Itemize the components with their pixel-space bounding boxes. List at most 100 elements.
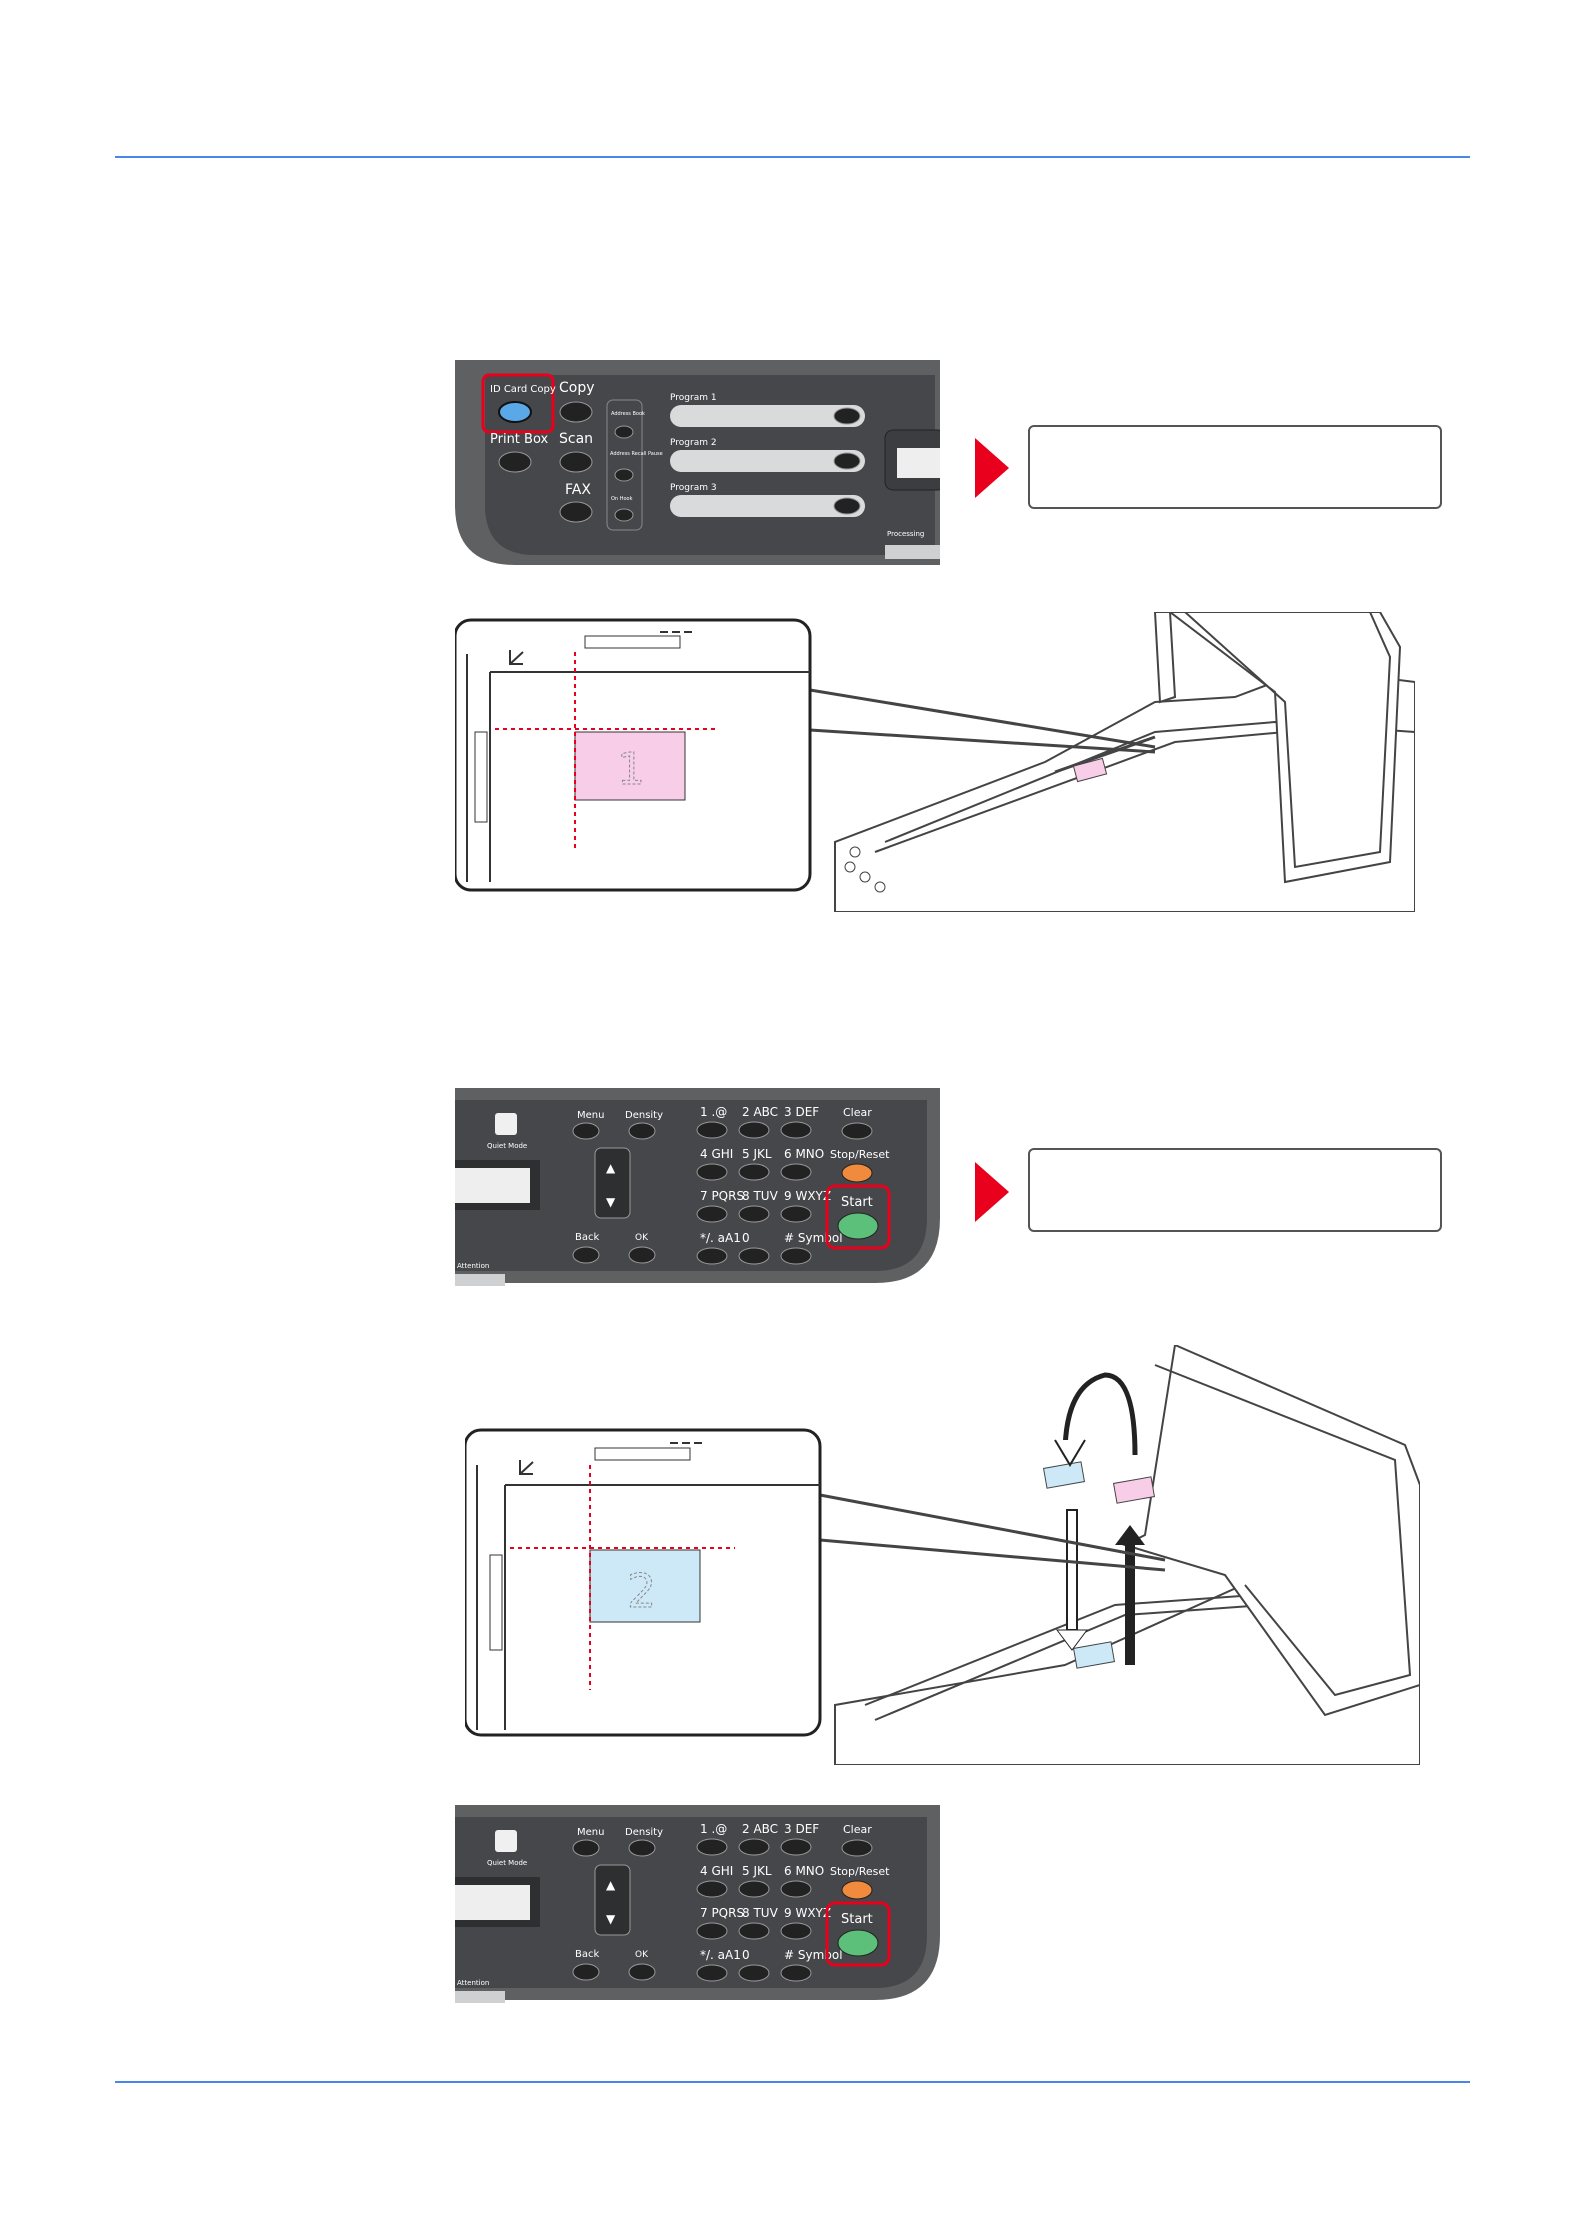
key-button-6[interactable]	[696, 1205, 728, 1223]
up-arrow-icon	[1125, 1545, 1135, 1665]
stop-reset-button[interactable]	[841, 1163, 873, 1183]
operation-panel-start-2: Quiet Mode Menu Density ▲ ▼ Back OK Atte…	[455, 1805, 940, 2005]
key-label-9: */. aA1	[700, 1231, 741, 1245]
clear-button[interactable]	[841, 1122, 873, 1140]
key-button-0[interactable]	[696, 1121, 728, 1139]
key-button-6[interactable]	[696, 1922, 728, 1940]
stop-reset-button[interactable]	[841, 1880, 873, 1900]
key-button-10[interactable]	[738, 1964, 770, 1982]
key-label-1: 2 ABC	[742, 1822, 778, 1836]
quiet-mode-label: Quiet Mode	[487, 1859, 527, 1867]
print-box-button[interactable]	[498, 451, 532, 473]
key-button-8[interactable]	[780, 1922, 812, 1940]
ok-button[interactable]	[628, 1246, 656, 1264]
top-rule	[115, 156, 1470, 158]
key-label-6: 7 PQRS	[700, 1906, 744, 1920]
key-button-4[interactable]	[738, 1163, 770, 1181]
menu-label: Menu	[577, 1827, 604, 1838]
key-button-11[interactable]	[780, 1247, 812, 1265]
clear-label: Clear	[843, 1106, 872, 1119]
program-1-label: Program 1	[670, 393, 717, 403]
start-button[interactable]	[837, 1212, 879, 1240]
key-button-7[interactable]	[738, 1205, 770, 1223]
key-button-8[interactable]	[780, 1205, 812, 1223]
flip-arrow-icon	[1062, 1372, 1138, 1456]
key-label-2: 3 DEF	[784, 1105, 819, 1119]
menu-button[interactable]	[572, 1122, 600, 1140]
card-front-zoom	[574, 731, 686, 801]
operation-panel-id-card-copy: ID Card Copy Copy Print Box Scan FAX Add…	[455, 360, 940, 565]
key-label-3: 4 GHI	[700, 1147, 733, 1161]
address-recall-button[interactable]	[614, 468, 634, 482]
back-button[interactable]	[572, 1963, 600, 1981]
quiet-mode-label: Quiet Mode	[487, 1142, 527, 1150]
card-back-zoom	[589, 1549, 701, 1623]
card-number-2: 2	[627, 1564, 656, 1618]
back-label: Back	[575, 1949, 599, 1960]
density-button[interactable]	[628, 1122, 656, 1140]
key-button-1[interactable]	[738, 1838, 770, 1856]
up-arrow-icon[interactable]: ▲	[606, 1161, 616, 1175]
key-button-9[interactable]	[696, 1247, 728, 1265]
program-2-button[interactable]	[833, 452, 861, 470]
ok-button[interactable]	[628, 1963, 656, 1981]
key-button-3[interactable]	[696, 1163, 728, 1181]
bottom-rule	[115, 2081, 1470, 2083]
scan-button[interactable]	[559, 451, 593, 473]
program-3-label: Program 3	[670, 483, 717, 493]
key-label-6: 7 PQRS	[700, 1189, 744, 1203]
message-display-1	[1028, 425, 1442, 509]
back-label: Back	[575, 1232, 599, 1243]
key-button-5[interactable]	[780, 1163, 812, 1181]
on-hook-label: On Hook	[611, 496, 633, 502]
id-card-back-flipping	[1042, 1461, 1086, 1489]
message-display-2	[1028, 1148, 1442, 1232]
key-button-10[interactable]	[738, 1247, 770, 1265]
key-button-5[interactable]	[780, 1880, 812, 1898]
down-arrow-icon[interactable]: ▼	[606, 1912, 616, 1926]
address-book-label: Address Book	[611, 411, 645, 417]
down-arrow-icon[interactable]: ▼	[606, 1195, 616, 1209]
key-label-7: 8 TUV	[742, 1189, 779, 1203]
on-hook-button[interactable]	[614, 508, 634, 522]
key-label-8: 9 WXYZ	[784, 1906, 831, 1920]
program-1-button[interactable]	[833, 407, 861, 425]
key-label-4: 5 JKL	[742, 1147, 772, 1161]
id-card-copy-button[interactable]	[498, 401, 532, 423]
density-button[interactable]	[628, 1839, 656, 1857]
stop-reset-label: Stop/Reset	[830, 1865, 890, 1878]
key-button-3[interactable]	[696, 1880, 728, 1898]
key-button-4[interactable]	[738, 1880, 770, 1898]
back-button[interactable]	[572, 1246, 600, 1264]
density-label: Density	[625, 1110, 663, 1121]
clear-label: Clear	[843, 1823, 872, 1836]
start-button[interactable]	[837, 1929, 879, 1957]
clear-button[interactable]	[841, 1839, 873, 1857]
key-label-0: 1 .@	[700, 1822, 727, 1836]
key-button-11[interactable]	[780, 1964, 812, 1982]
address-book-button[interactable]	[614, 425, 634, 439]
card-placement-front: 1	[455, 612, 1415, 912]
fax-button[interactable]	[559, 501, 593, 523]
key-button-2[interactable]	[780, 1121, 812, 1139]
attention-label: Attention	[457, 1262, 489, 1270]
ok-label: OK	[635, 1233, 649, 1243]
menu-button[interactable]	[572, 1839, 600, 1857]
density-label: Density	[625, 1827, 663, 1838]
key-label-7: 8 TUV	[742, 1906, 779, 1920]
key-button-1[interactable]	[738, 1121, 770, 1139]
copy-button[interactable]	[559, 401, 593, 423]
key-label-10: 0	[742, 1948, 750, 1962]
program-3-button[interactable]	[833, 497, 861, 515]
start-label: Start	[841, 1195, 873, 1210]
key-button-9[interactable]	[696, 1964, 728, 1982]
key-label-8: 9 WXYZ	[784, 1189, 831, 1203]
ok-label: OK	[635, 1950, 649, 1960]
program-2-label: Program 2	[670, 438, 717, 448]
key-button-2[interactable]	[780, 1838, 812, 1856]
up-arrow-icon[interactable]: ▲	[606, 1878, 616, 1892]
print-box-label: Print Box	[490, 432, 549, 447]
key-button-7[interactable]	[738, 1922, 770, 1940]
key-button-0[interactable]	[696, 1838, 728, 1856]
